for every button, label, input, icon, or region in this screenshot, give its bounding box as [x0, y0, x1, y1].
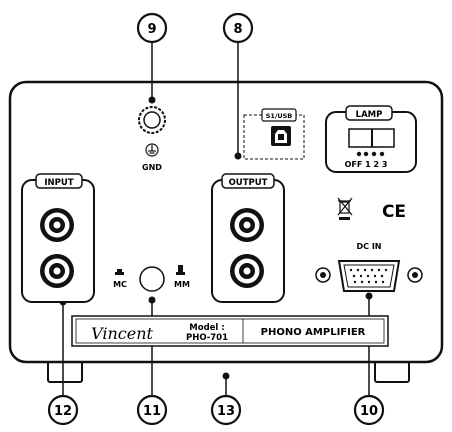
output-rca-jack-1[interactable]	[230, 208, 264, 242]
model-label: Model :	[189, 323, 224, 333]
callout-12: 12	[47, 394, 79, 426]
callout-13: 13	[210, 394, 242, 426]
dot-9	[148, 96, 156, 104]
mc-mm-switch[interactable]	[139, 266, 165, 292]
ground-symbol-icon	[145, 143, 159, 157]
dot-11	[148, 296, 156, 304]
mc-label: MC	[113, 280, 127, 289]
lamp-position-dot	[371, 151, 377, 157]
ground-terminal-icon	[138, 106, 166, 134]
callout-11: 11	[136, 394, 168, 426]
mm-label: MM	[174, 280, 190, 289]
dot-13	[222, 372, 230, 380]
brand-name: Vincent	[91, 324, 153, 343]
lamp-panel: LAMP OFF 1 2 3	[325, 105, 417, 173]
weee-bin-icon	[337, 197, 353, 220]
usb-port-icon[interactable]	[271, 126, 291, 146]
svg-text:10: 10	[360, 404, 378, 419]
lamp-position-dot	[363, 151, 369, 157]
nameplate: Vincent Model : PHO-701 PHONO AMPLIFIER	[71, 315, 389, 347]
lamp-positions-label: OFF 1 2 3	[345, 160, 388, 169]
svg-text:13: 13	[217, 404, 235, 419]
callout-9: 9	[136, 12, 168, 44]
usb-panel: S1/USB	[243, 108, 305, 160]
dc-in-pins	[349, 268, 388, 284]
svg-text:8: 8	[233, 22, 242, 37]
svg-text:9: 9	[147, 22, 156, 37]
dot-10	[365, 292, 373, 300]
svg-text:12: 12	[54, 404, 72, 419]
lamp-label: LAMP	[356, 110, 383, 120]
gnd-label: GND	[142, 163, 162, 172]
output-panel: OUTPUT	[211, 173, 285, 303]
input-rca-jack-2[interactable]	[40, 254, 74, 288]
usb-label: S1/USB	[266, 112, 293, 120]
output-rca-jack-2[interactable]	[230, 254, 264, 288]
lamp-position-dot	[356, 151, 362, 157]
input-rca-jack-1[interactable]	[40, 208, 74, 242]
lamp-selector-switch[interactable]	[348, 128, 395, 148]
mc-indicator-icon	[115, 269, 124, 275]
ce-mark: CE	[382, 202, 406, 222]
svg-text:11: 11	[143, 404, 161, 419]
dc-in-connector[interactable]	[315, 260, 423, 292]
callout-10: 10	[353, 394, 385, 426]
mm-indicator-icon	[176, 265, 185, 275]
callout-8: 8	[222, 12, 254, 44]
lamp-position-dot	[379, 151, 385, 157]
output-label: OUTPUT	[229, 178, 268, 188]
dc-in-label: DC IN	[357, 242, 382, 251]
dot-8	[234, 152, 242, 160]
input-panel: INPUT	[21, 173, 95, 303]
input-label: INPUT	[44, 178, 73, 188]
product-name: PHONO AMPLIFIER	[261, 327, 366, 338]
model-number: PHO-701	[186, 333, 228, 343]
